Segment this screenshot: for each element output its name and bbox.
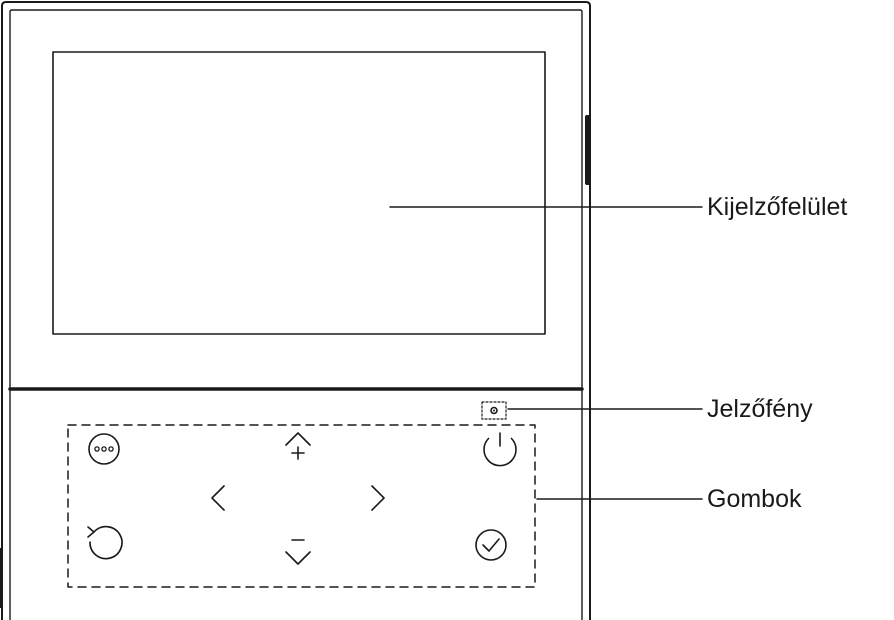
display-label: Kijelzőfelület [707,193,848,221]
indicator-light [490,406,498,415]
buttons-label: Gombok [707,485,802,513]
left-edge-slot [0,548,3,608]
chevron-right-icon[interactable] [371,485,385,511]
display-screen [52,51,546,335]
chevron-left-icon[interactable] [211,485,225,511]
indicator-highlight-box [481,401,507,420]
chevron-up-plus-icon[interactable] [285,432,311,460]
indicator-label: Jelzőfény [707,395,813,423]
chevron-down-minus-icon[interactable] [285,539,311,565]
device-inner-frame [9,9,583,620]
side-button [585,115,591,185]
menu-dots-icon[interactable] [88,433,120,465]
buttons-highlight-box [67,424,536,588]
back-arrow-icon[interactable] [87,525,123,560]
device-outer-frame [1,1,591,620]
check-circle-icon[interactable] [475,529,507,561]
power-icon[interactable] [483,432,517,467]
